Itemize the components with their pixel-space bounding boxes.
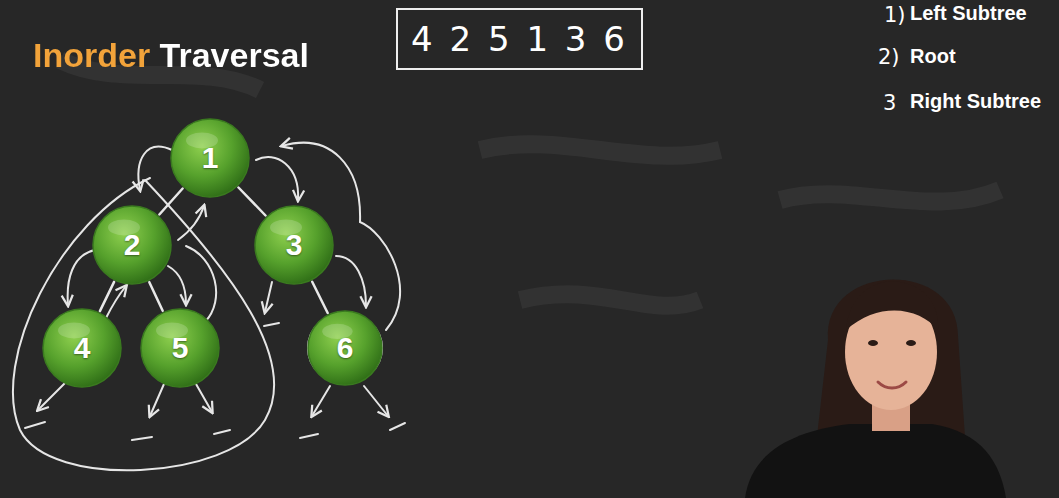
tree-edge bbox=[312, 282, 328, 313]
tree-node: 1 bbox=[170, 118, 250, 198]
node-fill bbox=[93, 206, 171, 284]
node-fill bbox=[43, 309, 121, 387]
presenter-shirt bbox=[745, 424, 1006, 498]
chalk-smudges bbox=[60, 60, 1000, 306]
node-fill bbox=[171, 119, 249, 197]
presenter-eye bbox=[868, 340, 878, 346]
null-dash bbox=[390, 423, 405, 430]
tree-edge bbox=[159, 189, 182, 215]
list-number: 3 bbox=[883, 91, 896, 115]
traversal-arrow bbox=[282, 143, 400, 330]
node-number: 5 bbox=[172, 331, 189, 365]
presenter-fringe bbox=[846, 281, 938, 330]
tree-edge bbox=[100, 282, 114, 311]
traversal-arrow bbox=[138, 147, 172, 190]
chalk-smudge bbox=[780, 190, 1000, 202]
tree-node: 4 bbox=[42, 308, 122, 388]
presenter-eye bbox=[906, 340, 916, 346]
traversal-arrow bbox=[178, 206, 204, 240]
node-number: 6 bbox=[337, 331, 354, 365]
null-dash bbox=[25, 422, 45, 428]
list-number: 1) bbox=[884, 3, 906, 27]
tree-edge bbox=[238, 187, 265, 215]
tree-node: 3 bbox=[254, 205, 334, 285]
tree-node: 6 bbox=[307, 310, 383, 386]
null-dash bbox=[300, 434, 318, 438]
chalk-smudge bbox=[480, 144, 720, 156]
node-number: 4 bbox=[74, 331, 91, 365]
tree-edge bbox=[149, 282, 162, 311]
list-item: Left Subtree bbox=[910, 2, 1027, 25]
presenter-mouth bbox=[878, 382, 906, 388]
null-dash bbox=[214, 430, 230, 434]
presenter-figure bbox=[745, 279, 1006, 498]
subtree-loop bbox=[13, 178, 274, 470]
traversal-arrow bbox=[256, 157, 298, 200]
null-arrow bbox=[364, 386, 388, 416]
chalk-smudge bbox=[520, 294, 700, 306]
node-number: 1 bbox=[202, 141, 219, 175]
null-arrow bbox=[196, 384, 212, 412]
list-item: Right Subtree bbox=[910, 90, 1041, 113]
traversal-result: 4 2 5 1 3 6 bbox=[411, 19, 628, 59]
node-number: 3 bbox=[286, 228, 303, 262]
node-fill bbox=[255, 206, 333, 284]
traversal-arrow bbox=[168, 266, 186, 304]
null-arrow bbox=[265, 282, 272, 312]
null-arrow bbox=[312, 386, 330, 416]
tree-node: 5 bbox=[140, 308, 220, 388]
list-item: Root bbox=[910, 45, 956, 68]
list-number: 2) bbox=[878, 45, 900, 69]
null-dash bbox=[132, 437, 152, 440]
result-box: 4 2 5 1 3 6 bbox=[396, 8, 643, 70]
title: Inorder Traversal bbox=[33, 36, 309, 75]
null-arrow bbox=[38, 382, 66, 410]
node-fill bbox=[308, 311, 382, 385]
tree-node: 2 bbox=[92, 205, 172, 285]
traversal-arrow bbox=[68, 250, 95, 305]
traversal-arrow bbox=[336, 256, 366, 306]
node-fill bbox=[141, 309, 219, 387]
node-number: 2 bbox=[124, 228, 141, 262]
null-dash bbox=[264, 323, 279, 326]
null-arrow bbox=[150, 384, 164, 416]
